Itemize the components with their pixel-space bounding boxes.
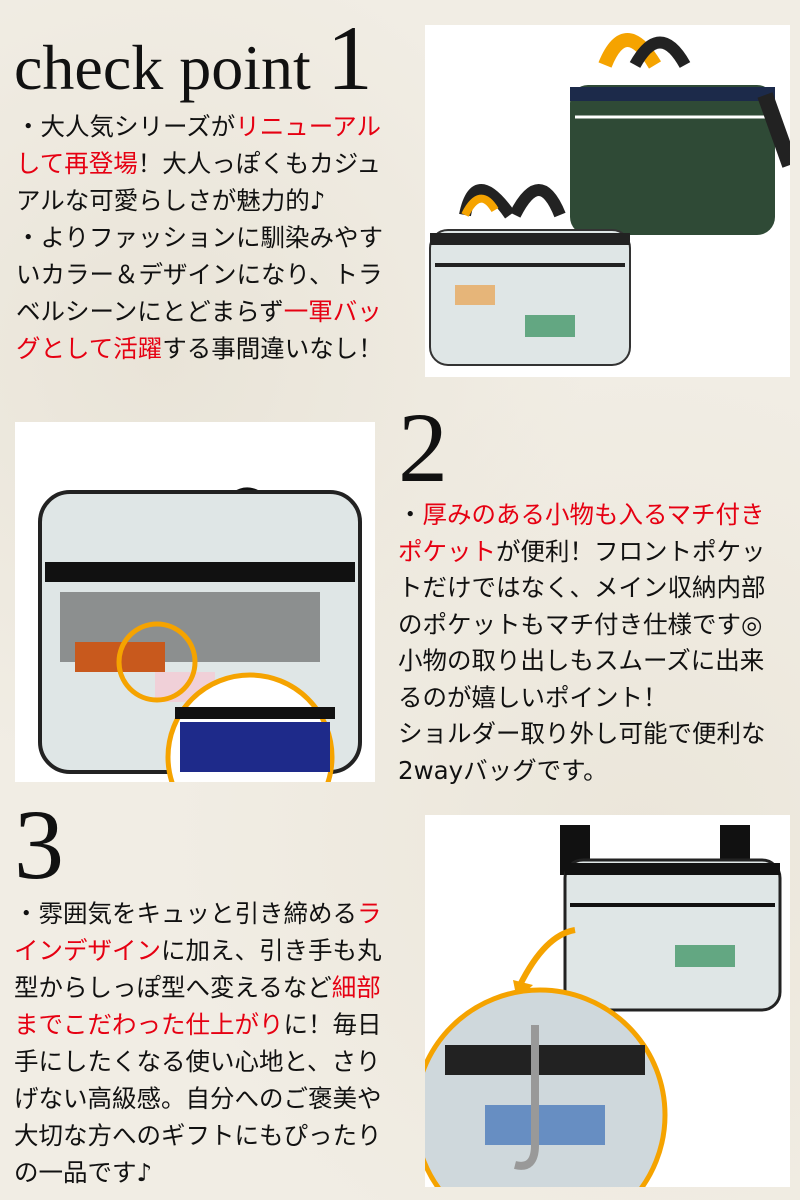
body-text: ベルシーンにとどまらず (16, 297, 284, 326)
text-line: ベルシーンにとどまらず一軍バッ (16, 293, 383, 330)
body-text: 小物の取り出しもスムーズに出来 (398, 646, 765, 675)
text-line: して再登場！大人っぽくもカジュ (16, 145, 383, 182)
body-text: 2wayバッグです。 (398, 755, 608, 785)
text-line: トだけではなく、メイン収納内部 (398, 570, 766, 607)
body-text: ・雰囲気をキュッと引き締める (14, 899, 357, 928)
body-text: 手にしたくなる使い心地と、さり (14, 1047, 381, 1076)
section3-description: ・雰囲気をキュッと引き締めるラインデザインに加え、引き手も丸型からしっぽ型へ変え… (14, 895, 382, 1191)
highlight-text: ポケット (398, 536, 496, 566)
text-line: げない高級感。自分へのご褒美や (14, 1080, 382, 1117)
highlight-text: インデザイン (14, 936, 161, 965)
text-line: 2wayバッグです。 (398, 753, 766, 790)
text-line: 大切な方へのギフトにもぴったり (14, 1117, 382, 1154)
text-line: ショルダー取り外し可能で便利な (398, 716, 766, 753)
body-text: ・大人気シリーズが (16, 112, 236, 141)
body-text: に！毎日 (283, 1010, 382, 1039)
text-line: グとして活躍する事間違いなし！ (16, 330, 383, 367)
highlight-text: 一軍バッ (283, 297, 382, 326)
highlight-text: して再登場 (16, 149, 138, 178)
heading-number: 1 (326, 7, 373, 109)
text-line: ポケットが便利！フロントポケッ (398, 534, 766, 571)
text-line: ・厚みのある小物も入るマチ付き (398, 497, 766, 534)
section2-description: ・厚みのある小物も入るマチ付きポケットが便利！フロントポケットだけではなく、メイ… (398, 497, 766, 789)
text-line: の一品です♪ (14, 1154, 382, 1191)
body-text: ショルダー取り外し可能で便利な (398, 719, 766, 748)
body-text: が便利！フロントポケッ (496, 536, 766, 566)
text-line: アルな可愛らしさが魅力的♪ (16, 182, 383, 219)
body-text: いカラー＆デザインになり、トラ (16, 260, 383, 289)
body-text: ・よりファッションに馴染みやす (16, 223, 384, 252)
section1-description: ・大人気シリーズがリニューアルして再登場！大人っぽくもカジュアルな可愛らしさが魅… (16, 108, 383, 367)
body-text: アルな可愛らしさが魅力的♪ (16, 186, 326, 215)
text-line: ・大人気シリーズがリニューアル (16, 108, 383, 145)
body-text: るのが嬉しいポイント！ (398, 682, 668, 712)
product-photo-inner-pocket (15, 422, 375, 782)
highlight-text: ラ (357, 899, 382, 928)
body-text: 大切な方へのギフトにもぴったり (14, 1121, 382, 1150)
body-text: げない高級感。自分へのご褒美や (14, 1084, 382, 1113)
text-line: 手にしたくなる使い心地と、さり (14, 1043, 382, 1080)
body-text: する事間違いなし！ (162, 334, 383, 363)
text-line: のポケットもマチ付き仕様です◎ (398, 607, 766, 644)
text-line: るのが嬉しいポイント！ (398, 680, 766, 717)
product-photo-zipper-pull (425, 815, 790, 1187)
text-line: 小物の取り出しもスムーズに出来 (398, 643, 766, 680)
body-text: のポケットもマチ付き仕様です◎ (398, 609, 763, 639)
highlight-text: 厚みのある小物も入るマチ付き (422, 500, 765, 529)
body-text: に加え、引き手も丸 (161, 936, 382, 965)
text-line: 型からしっぽ型へ変えるなど細部 (14, 969, 382, 1006)
body-text: 型からしっぽ型へ変えるなど (14, 973, 332, 1002)
text-line: いカラー＆デザインになり、トラ (16, 256, 383, 293)
highlight-text: リニューアル (235, 112, 382, 141)
highlight-text: 細部 (331, 973, 381, 1002)
body-text: の一品です♪ (14, 1158, 153, 1187)
check-point-3-number: 3 (14, 789, 64, 900)
body-text: ！大人っぽくもカジュ (137, 149, 382, 178)
body-text: トだけではなく、メイン収納内部 (398, 573, 766, 602)
check-point-1-heading: check point 1 (14, 12, 373, 108)
product-photo-two-colors (425, 25, 790, 377)
check-point-2-number: 2 (398, 392, 448, 503)
text-line: までこだわった仕上がりに！毎日 (14, 1006, 382, 1043)
heading-label: check point (14, 32, 327, 103)
highlight-text: までこだわった仕上がり (14, 1010, 284, 1039)
highlight-text: グとして活躍 (16, 334, 163, 363)
body-text: ・ (398, 500, 423, 529)
text-line: インデザインに加え、引き手も丸 (14, 932, 382, 969)
text-line: ・雰囲気をキュッと引き締めるラ (14, 895, 382, 932)
text-line: ・よりファッションに馴染みやす (16, 219, 383, 256)
